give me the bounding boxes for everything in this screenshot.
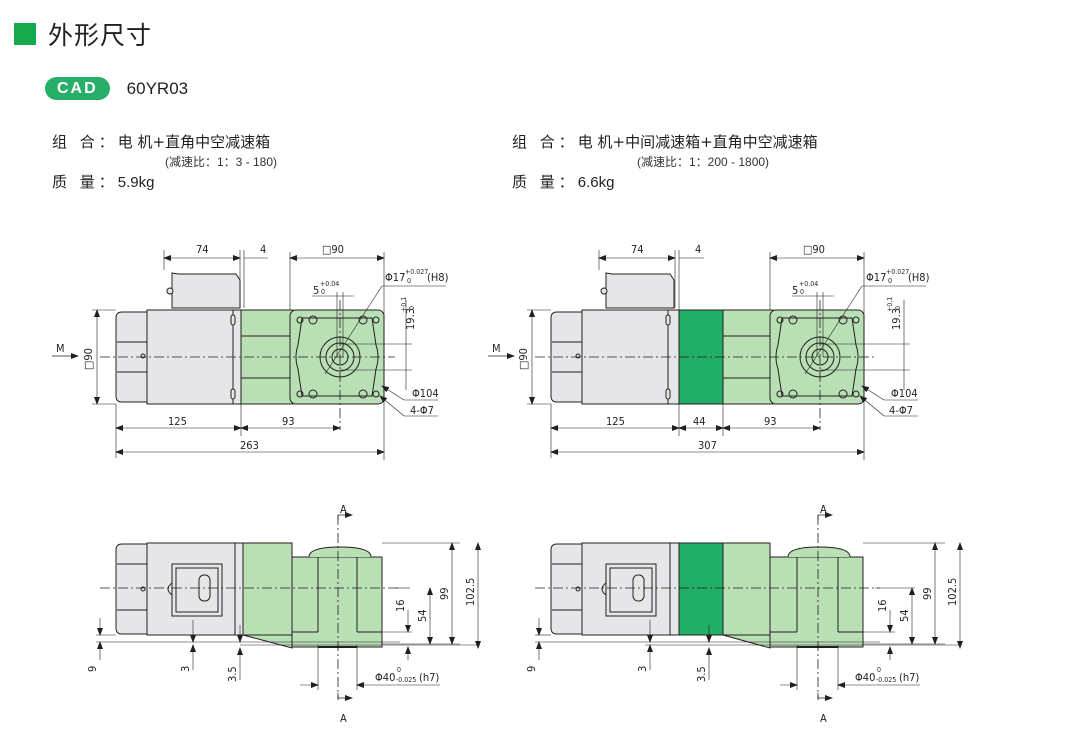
dim-74: 74 — [631, 243, 644, 256]
ratio-text: (减速比：1：3 - 180) — [165, 155, 278, 169]
dim-depth: 19.3 — [890, 308, 903, 330]
dim-depth-tol-low: 0 — [408, 306, 416, 310]
section-mark-bottom: A — [340, 712, 347, 725]
dim-4: 4 — [260, 243, 266, 256]
ratio-text: (减速比：1：200 - 1800) — [637, 155, 770, 169]
terminal-box — [171, 272, 241, 309]
dim-square-90: □90 — [322, 243, 344, 256]
front-view-1 — [52, 250, 446, 460]
cad-download-button[interactable]: CAD — [45, 77, 110, 100]
section-mark-top: A — [820, 503, 827, 516]
dim-holes: 4-Φ7 — [889, 404, 913, 417]
dim-holes: 4-Φ7 — [410, 404, 434, 417]
dim-bore: Φ17 — [385, 271, 405, 284]
dim-shaft-tol-up: 0 — [877, 666, 881, 674]
dim-shaft: Φ40 — [375, 671, 395, 684]
section-mark-top: A — [340, 503, 347, 516]
dim-3: 3 — [636, 666, 649, 672]
dim-shaft-tol-low: -0.025 — [876, 676, 896, 684]
dim-bore-tol-low: 0 — [888, 277, 892, 285]
dim-125: 125 — [606, 415, 625, 428]
section-marker-icon — [14, 23, 36, 45]
dim-4: 4 — [695, 243, 701, 256]
dim-3-5: 3.5 — [226, 666, 239, 682]
dim-125: 125 — [168, 415, 187, 428]
dim-bore-tol-up: +0.027 — [886, 268, 909, 276]
dim-bore: Φ17 — [866, 271, 886, 284]
dim-depth: 19.3 — [404, 308, 417, 330]
side-view-1 — [96, 512, 481, 701]
dim-99: 99 — [438, 587, 451, 600]
dim-key-tol-low: 0 — [800, 288, 804, 296]
dim-102-5: 102.5 — [946, 578, 959, 606]
dim-9: 9 — [525, 666, 538, 672]
section-mark-bottom: A — [820, 712, 827, 725]
spec-block-1: 组 合：电 机+直角中空减速箱 (减速比：1：3 - 180) 质 量：5.9k… — [52, 133, 277, 192]
dim-bore-tol-low: 0 — [407, 277, 411, 285]
dim-44: 44 — [693, 415, 706, 428]
dim-depth-tol-up: +0.1 — [886, 297, 894, 312]
combo-value: 电 机+直角中空减速箱 — [117, 133, 271, 151]
dim-key: 5 — [792, 284, 798, 297]
dim-pcd: Φ104 — [412, 387, 439, 400]
dim-shaft-fit: (h7) — [419, 671, 439, 684]
combo-value: 电 机+中间减速箱+直角中空减速箱 — [577, 133, 818, 151]
dim-9: 9 — [86, 666, 99, 672]
combo-label: 组 合： — [52, 133, 118, 151]
mass-label: 质 量： — [512, 173, 578, 191]
dim-side-square: □90 — [82, 348, 95, 370]
dim-shaft-tol-up: 0 — [397, 666, 401, 674]
mass-value: 5.9kg — [117, 174, 155, 191]
mass-label: 质 量： — [52, 173, 118, 191]
section-title: 外形尺寸 — [14, 16, 152, 52]
dim-54: 54 — [898, 609, 911, 622]
side-view-1-labels: A A 9 3 3.5 16 54 99 102.5 Φ40 0 -0.025 … — [86, 503, 477, 725]
dim-3: 3 — [179, 666, 192, 672]
dim-side-square: □90 — [517, 348, 530, 370]
front-view-1-labels: 74 4 □90 Φ17 +0.027 0 (H8) 5 +0.04 0 19.… — [56, 243, 449, 452]
front-view-2 — [488, 250, 926, 460]
dim-key: 5 — [313, 284, 319, 297]
dim-shaft: Φ40 — [855, 671, 875, 684]
dim-16: 16 — [394, 599, 407, 612]
dim-shaft-fit: (h7) — [899, 671, 919, 684]
dim-54: 54 — [416, 609, 429, 622]
dim-square-90: □90 — [803, 243, 825, 256]
view-arrow-m: M — [492, 342, 501, 355]
section-title-text: 外形尺寸 — [48, 21, 153, 50]
dim-bore-fit: (H8) — [427, 271, 449, 284]
model-code: 60YR03 — [126, 78, 189, 98]
side-view-2 — [535, 512, 963, 701]
dim-key-tol-up: +0.04 — [799, 280, 818, 288]
dim-pcd: Φ104 — [891, 387, 918, 400]
dim-key-tol-low: 0 — [321, 288, 325, 296]
dim-3-5: 3.5 — [695, 666, 708, 682]
dim-total: 307 — [698, 439, 717, 452]
view-arrow-m: M — [56, 342, 65, 355]
dim-16: 16 — [876, 599, 889, 612]
dim-depth-tol-up: +0.1 — [400, 297, 408, 312]
dim-depth-tol-low: 0 — [894, 306, 902, 310]
dim-102-5: 102.5 — [464, 578, 477, 606]
dim-bore-tol-up: +0.027 — [405, 268, 428, 276]
combo-label: 组 合： — [512, 133, 578, 151]
dim-99: 99 — [921, 587, 934, 600]
dim-74: 74 — [196, 243, 209, 256]
front-view-2-labels: 74 4 □90 Φ17 +0.027 0 (H8) 5 +0.04 0 19.… — [492, 243, 930, 452]
dim-total: 263 — [240, 439, 259, 452]
spec-block-2: 组 合：电 机+中间减速箱+直角中空减速箱 (减速比：1：200 - 1800)… — [512, 133, 818, 192]
dim-93: 93 — [764, 415, 777, 428]
dim-key-tol-up: +0.04 — [320, 280, 339, 288]
side-view-2-labels: A A 9 3 3.5 16 54 99 102.5 Φ40 0 -0.025 … — [525, 503, 959, 725]
dim-shaft-tol-low: -0.025 — [396, 676, 416, 684]
mass-value: 6.6kg — [577, 174, 615, 191]
cad-row: CAD 60YR03 — [45, 77, 188, 100]
dim-bore-fit: (H8) — [908, 271, 930, 284]
dim-93: 93 — [282, 415, 295, 428]
